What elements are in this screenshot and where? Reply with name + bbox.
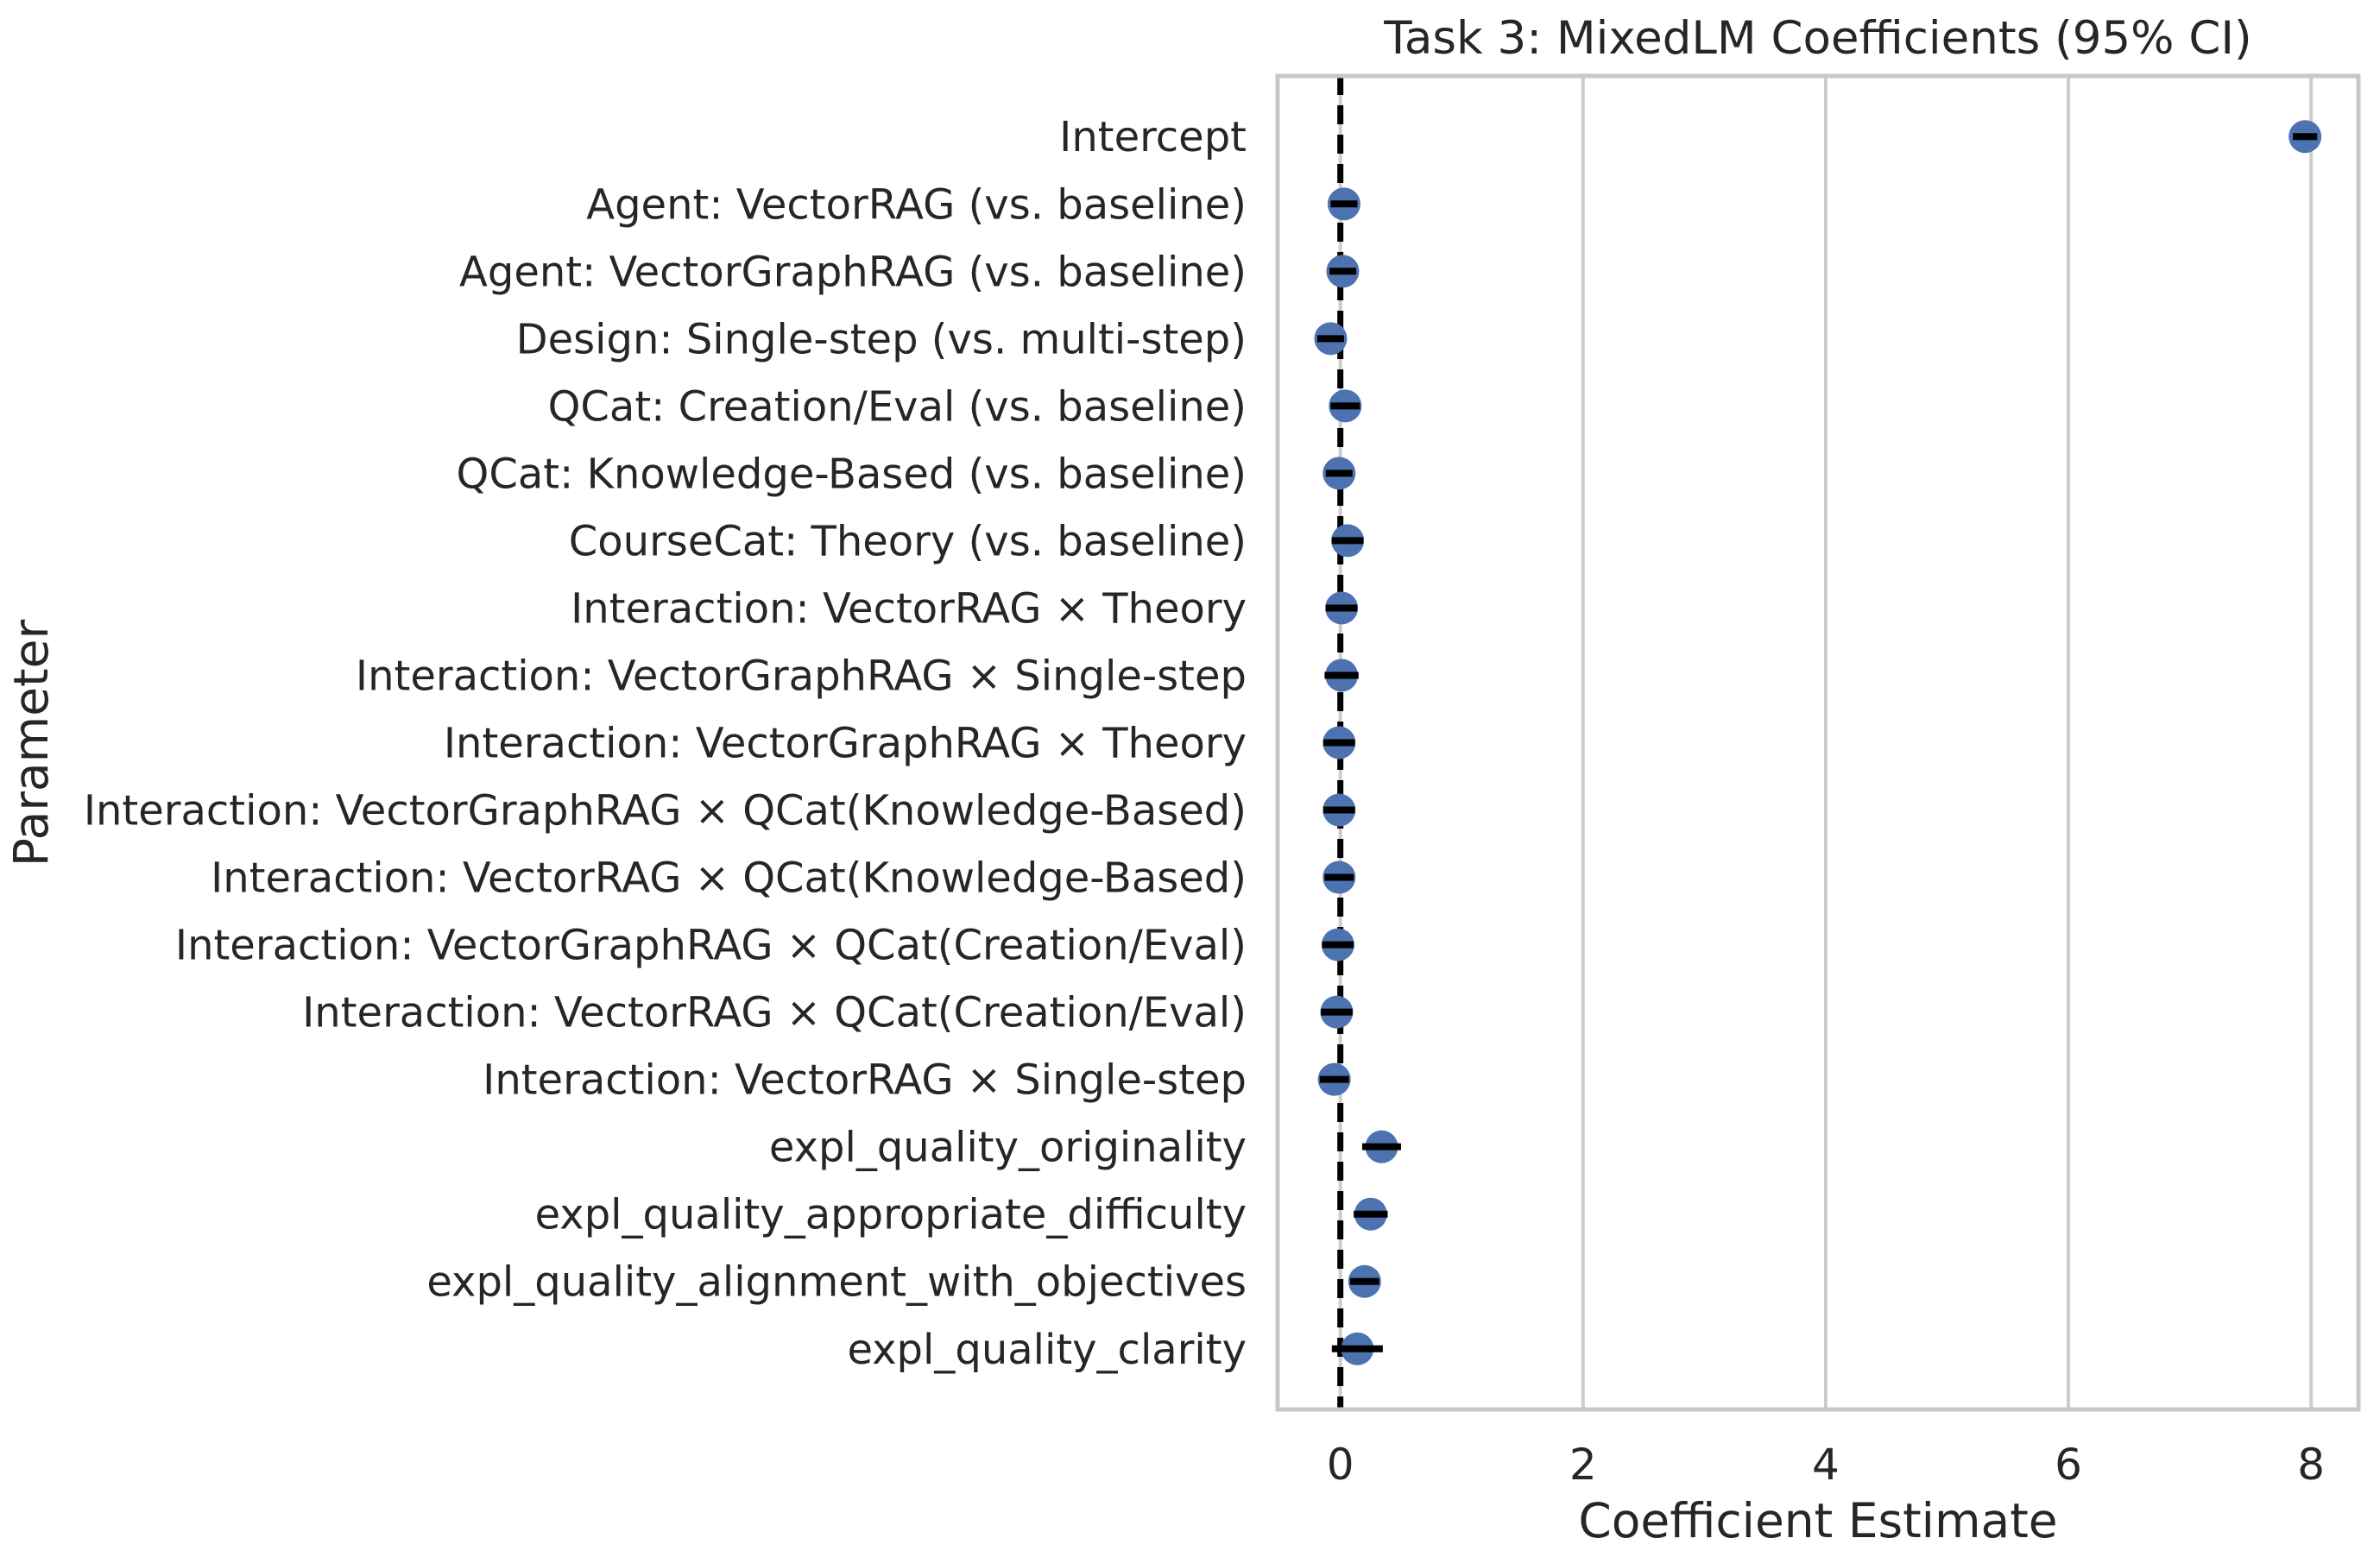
y-tick-label: Agent: VectorGraphRAG (vs. baseline): [459, 248, 1247, 296]
plot-spine: [1275, 73, 2361, 1412]
x-tick-label: 4: [1812, 1440, 1840, 1490]
y-tick-label: Interaction: VectorRAG × Single-step: [483, 1056, 1247, 1105]
y-tick-label: Agent: VectorRAG (vs. baseline): [586, 180, 1247, 229]
y-tick-label: QCat: Knowledge-Based (vs. baseline): [457, 450, 1247, 498]
y-tick-label: Interaction: VectorGraphRAG × QCat(Knowl…: [84, 787, 1247, 835]
gridlines: [1338, 76, 2314, 1409]
plot-border: [1275, 73, 2361, 1412]
y-axis-label: Parameter: [3, 620, 59, 867]
x-tick-label: 0: [1327, 1440, 1354, 1490]
y-tick-label: expl_quality_appropriate_difficulty: [535, 1191, 1247, 1239]
y-tick-label: Interaction: VectorGraphRAG × QCat(Creat…: [175, 922, 1247, 970]
y-tick-label: Interaction: VectorRAG × QCat(Knowledge-…: [211, 854, 1247, 903]
y-tick-label: Interaction: VectorRAG × Theory: [571, 584, 1247, 633]
y-tick-label: Design: Single-step (vs. multi-step): [516, 315, 1247, 363]
x-tick-label: 6: [2055, 1440, 2082, 1490]
data-points: [1314, 120, 2322, 1365]
y-tick-label: Intercept: [1059, 113, 1247, 161]
y-tick-label: expl_quality_originality: [769, 1124, 1247, 1172]
y-tick-label: Interaction: VectorGraphRAG × Single-ste…: [356, 652, 1247, 700]
y-tick-label: Interaction: VectorRAG × QCat(Creation/E…: [302, 989, 1247, 1037]
x-axis-label: Coefficient Estimate: [1578, 1493, 2057, 1548]
y-tick-label: QCat: Creation/Eval (vs. baseline): [548, 382, 1247, 431]
y-tick-label: expl_quality_clarity: [847, 1326, 1247, 1374]
y-tick-label: expl_quality_alignment_with_objectives: [426, 1258, 1247, 1307]
y-tick-label: Interaction: VectorGraphRAG × Theory: [444, 720, 1247, 768]
chart-title: Task 3: MixedLM Coefficients (95% CI): [1383, 12, 2251, 65]
x-tick-label: 2: [1569, 1440, 1597, 1490]
y-tick-label: CourseCat: Theory (vs. baseline): [569, 517, 1247, 565]
x-tick-label: 8: [2297, 1440, 2325, 1490]
x-tick-labels: 0 2 4 6 8: [1327, 1440, 2325, 1490]
